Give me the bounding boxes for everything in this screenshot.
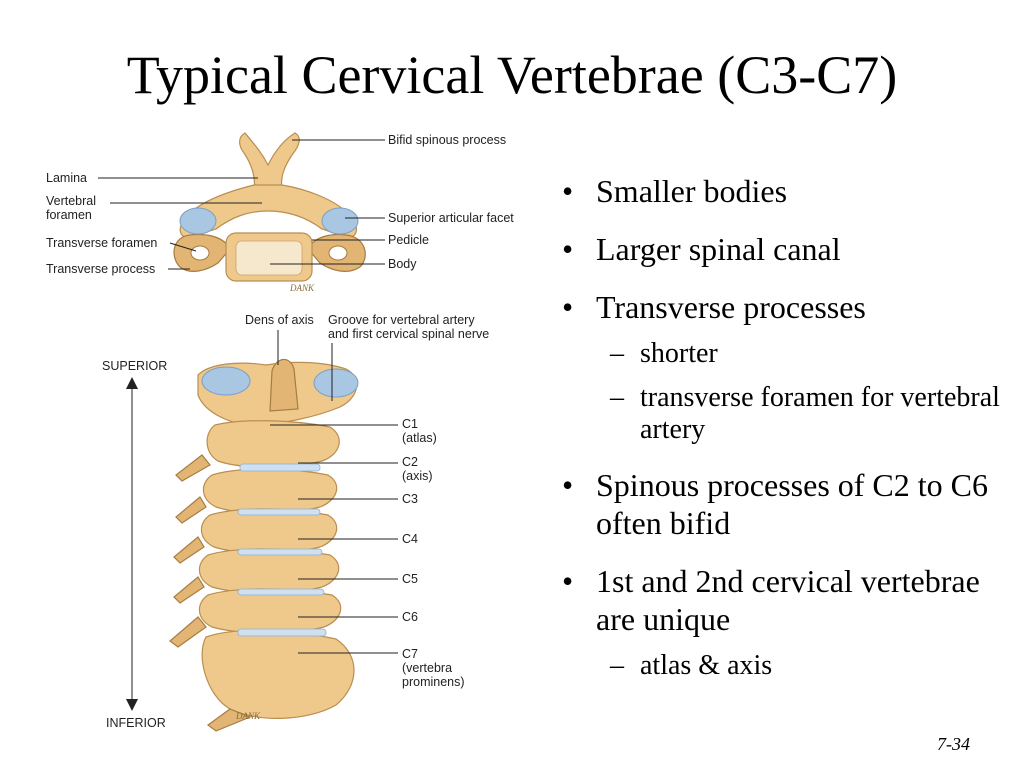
intervertebral-disc [237,628,327,637]
c5-vertebra-shape [198,548,340,594]
slide-title: Typical Cervical Vertebrae (C3-C7) [126,45,898,105]
bullet-item: • Larger spinal canal [560,230,1000,268]
sub-bullet-item: – transverse foramen for vertebral arter… [560,382,1000,446]
vertebral-body-surface [235,240,303,276]
label-transverse-foramen: Transverse foramen [46,236,157,250]
label-inferior: INFERIOR [106,716,166,730]
transverse-foramen-shape [190,245,210,261]
bullet-icon: • [562,467,574,503]
spinous-process-shape [169,616,207,648]
sub-bullet-text: shorter [640,338,718,369]
label-dens-of-axis: Dens of axis [245,313,314,327]
column-labels: Dens of axis Groove for vertebral artery… [245,313,489,689]
label-body: Body [388,257,417,271]
label-c5: C5 [402,572,418,586]
left-articular-facet-shape [179,207,217,235]
atlas-facet-right-shape [313,368,359,398]
bifid-spinous-process-shape [239,132,300,192]
intervertebral-disc [237,508,321,516]
arrow-up-icon [126,377,138,389]
c4-vertebra-shape [200,508,338,554]
spinous-process-shape [173,536,205,564]
c7-vertebra-shape [201,629,355,719]
label-lamina: Lamina [46,171,87,185]
label-c2: C2 [402,455,418,469]
bullet-text: 1st and 2nd cervical vertebrae are uniqu… [596,563,980,637]
label-superior: SUPERIOR [102,359,167,373]
label-transverse-process: Transverse process [46,262,155,276]
right-articular-facet-shape [321,207,359,235]
bullet-icon: • [562,289,574,325]
spinous-process-shape [206,708,252,732]
label-bifid-spinous-process: Bifid spinous process [388,133,506,147]
label-c2-axis: (axis) [402,469,433,483]
sub-bullet-item: – shorter [560,338,1000,370]
bullet-item: • Smaller bodies [560,172,1000,210]
bullet-item: • 1st and 2nd cervical vertebrae are uni… [560,562,1000,638]
bullet-text: Smaller bodies [596,173,788,209]
label-c4: C4 [402,532,418,546]
atlas-facet-left-shape [201,366,251,396]
sub-bullet-item: – atlas & axis [560,650,1000,682]
label-groove-line2: and first cervical spinal nerve [328,327,489,341]
c6-vertebra-shape [198,588,342,634]
intervertebral-disc [239,463,321,472]
sub-bullet-text: atlas & axis [640,650,773,681]
bullet-item: • Transverse processes [560,288,1000,326]
arrow-down-icon [126,699,138,711]
dash-icon: – [610,338,624,369]
bullet-text: Larger spinal canal [596,231,841,267]
bullet-item: • Spinous processes of C2 to C6 often bi… [560,466,1000,542]
label-c6: C6 [402,610,418,624]
vertebral-stack [169,420,355,732]
bullet-text: Spinous processes of C2 to C6 often bifi… [596,467,988,541]
artist-signature: DANK [289,283,315,293]
intervertebral-disc [237,548,323,556]
label-c1-atlas: (atlas) [402,431,437,445]
superior-view-labels: Bifid spinous process Lamina Vertebral f… [46,133,514,276]
vertebral-foramen-shape [226,215,312,231]
spinous-process-shape [175,454,211,482]
label-pedicle: Pedicle [388,233,429,247]
label-c3: C3 [402,492,418,506]
page-number: 7-34 [937,734,970,754]
label-groove-line1: Groove for vertebral artery [328,313,475,327]
bullet-text: Transverse processes [596,289,866,325]
bullet-icon: • [562,231,574,267]
superior-inferior-arrow: SUPERIOR INFERIOR [102,359,167,730]
intervertebral-disc [237,588,325,596]
label-c7: C7 [402,647,418,661]
transverse-foramen-right-shape [328,245,348,261]
sub-bullet-text: transverse foramen for vertebral artery [640,382,1000,445]
label-vertebral-foramen-line2: foramen [46,208,92,222]
dens-shape [269,358,299,412]
spinous-process-shape [175,496,207,524]
cervical-vertebrae-illustration: DANK Bifid spinous process Lamina Verteb… [46,132,514,732]
label-superior-articular-facet: Superior articular facet [388,211,514,225]
label-vertebral-foramen-line1: Vertebral [46,194,96,208]
cervical-column-lateral-view: DANK [169,358,359,732]
superior-view-vertebra: DANK [173,132,366,293]
dash-icon: – [610,650,624,681]
c3-vertebra-shape [202,468,338,514]
label-c1: C1 [402,417,418,431]
label-c7-vertebra: (vertebra [402,661,452,675]
c2-vertebra-shape [206,420,340,468]
artist-signature-column: DANK [235,711,261,721]
leader-line [169,242,197,252]
bullet-list: • Smaller bodies • Larger spinal canal •… [560,172,1000,702]
label-c7-prominens: prominens) [402,675,465,689]
bullet-icon: • [562,563,574,599]
bullet-icon: • [562,173,574,209]
spinous-process-shape [173,576,205,604]
dash-icon: – [610,382,624,413]
